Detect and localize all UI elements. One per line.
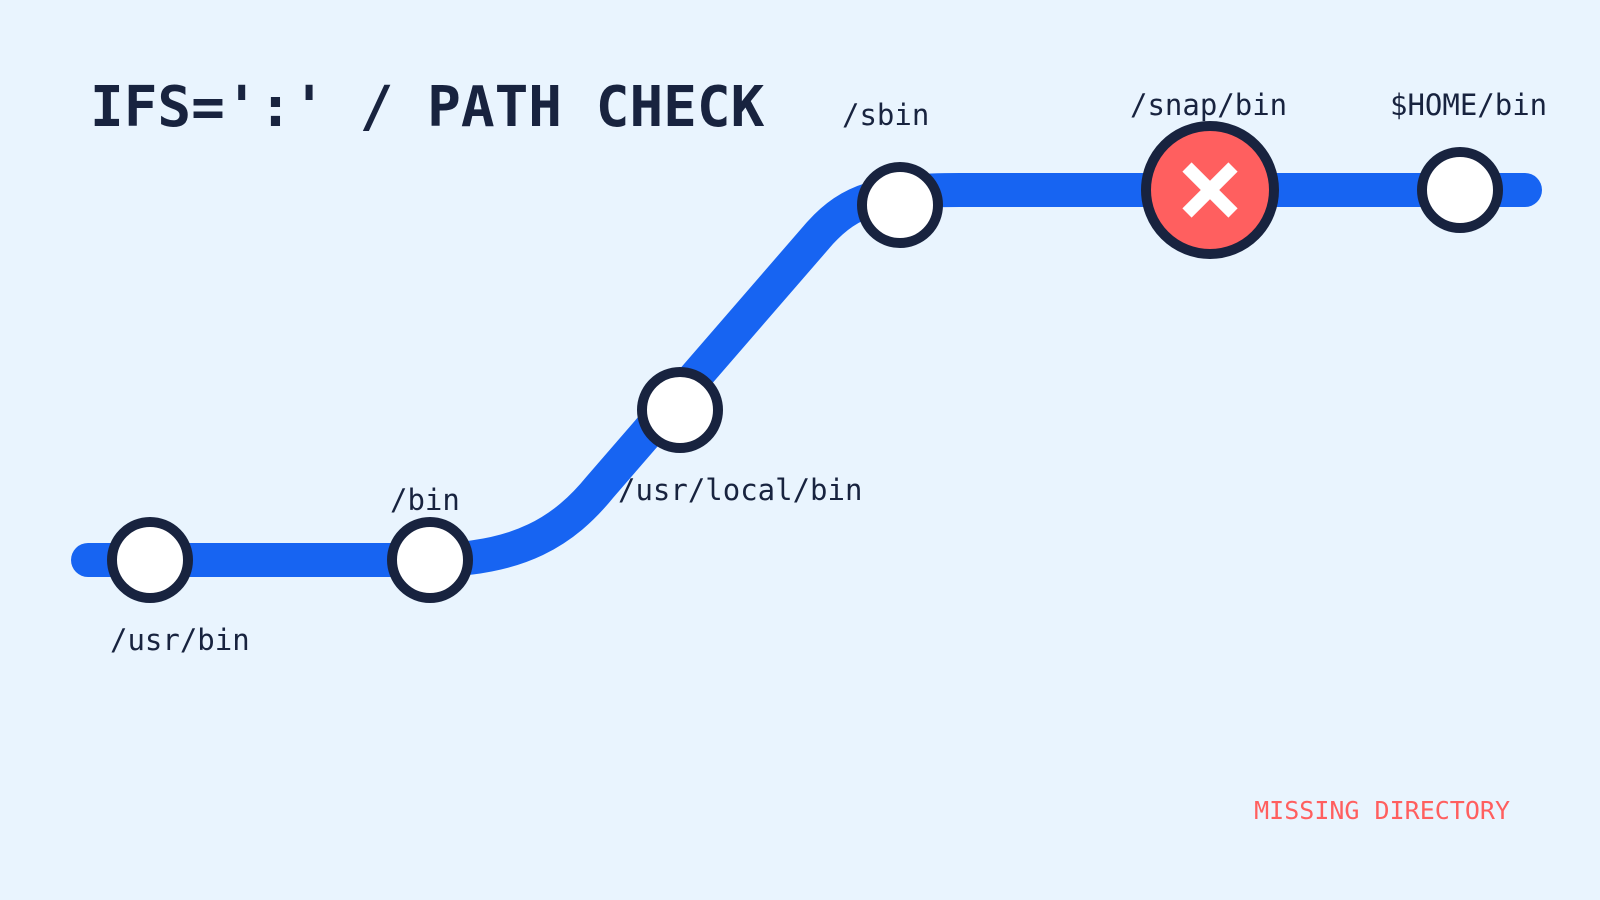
stop-usr-bin: /usr/bin — [107, 517, 250, 657]
stop-marker — [107, 517, 193, 603]
stop-label-snap-bin: /snap/bin — [1130, 88, 1287, 122]
stop-usr-local-bin: /usr/local/bin — [618, 367, 862, 507]
legend-missing-directory: MISSING DIRECTORY — [1254, 796, 1510, 825]
stop-label-usr-bin: /usr/bin — [110, 623, 250, 657]
stop-label-bin: /bin — [390, 483, 460, 517]
stop-marker — [1417, 147, 1503, 233]
stop-label-home-bin: $HOME/bin — [1390, 88, 1547, 122]
stop-marker — [387, 517, 473, 603]
stop-bin: /bin — [387, 483, 473, 603]
x-icon — [1182, 162, 1238, 218]
stop-marker — [637, 367, 723, 453]
stop-label-usr-local-bin: /usr/local/bin — [618, 473, 862, 507]
page-title: IFS=':' / PATH CHECK — [90, 75, 765, 140]
stop-snap-bin: /snap/bin — [1130, 88, 1287, 259]
stop-label-sbin: /sbin — [842, 98, 929, 132]
stop-marker — [857, 162, 943, 248]
stop-sbin: /sbin — [842, 98, 943, 248]
stop-home-bin: $HOME/bin — [1390, 88, 1547, 233]
